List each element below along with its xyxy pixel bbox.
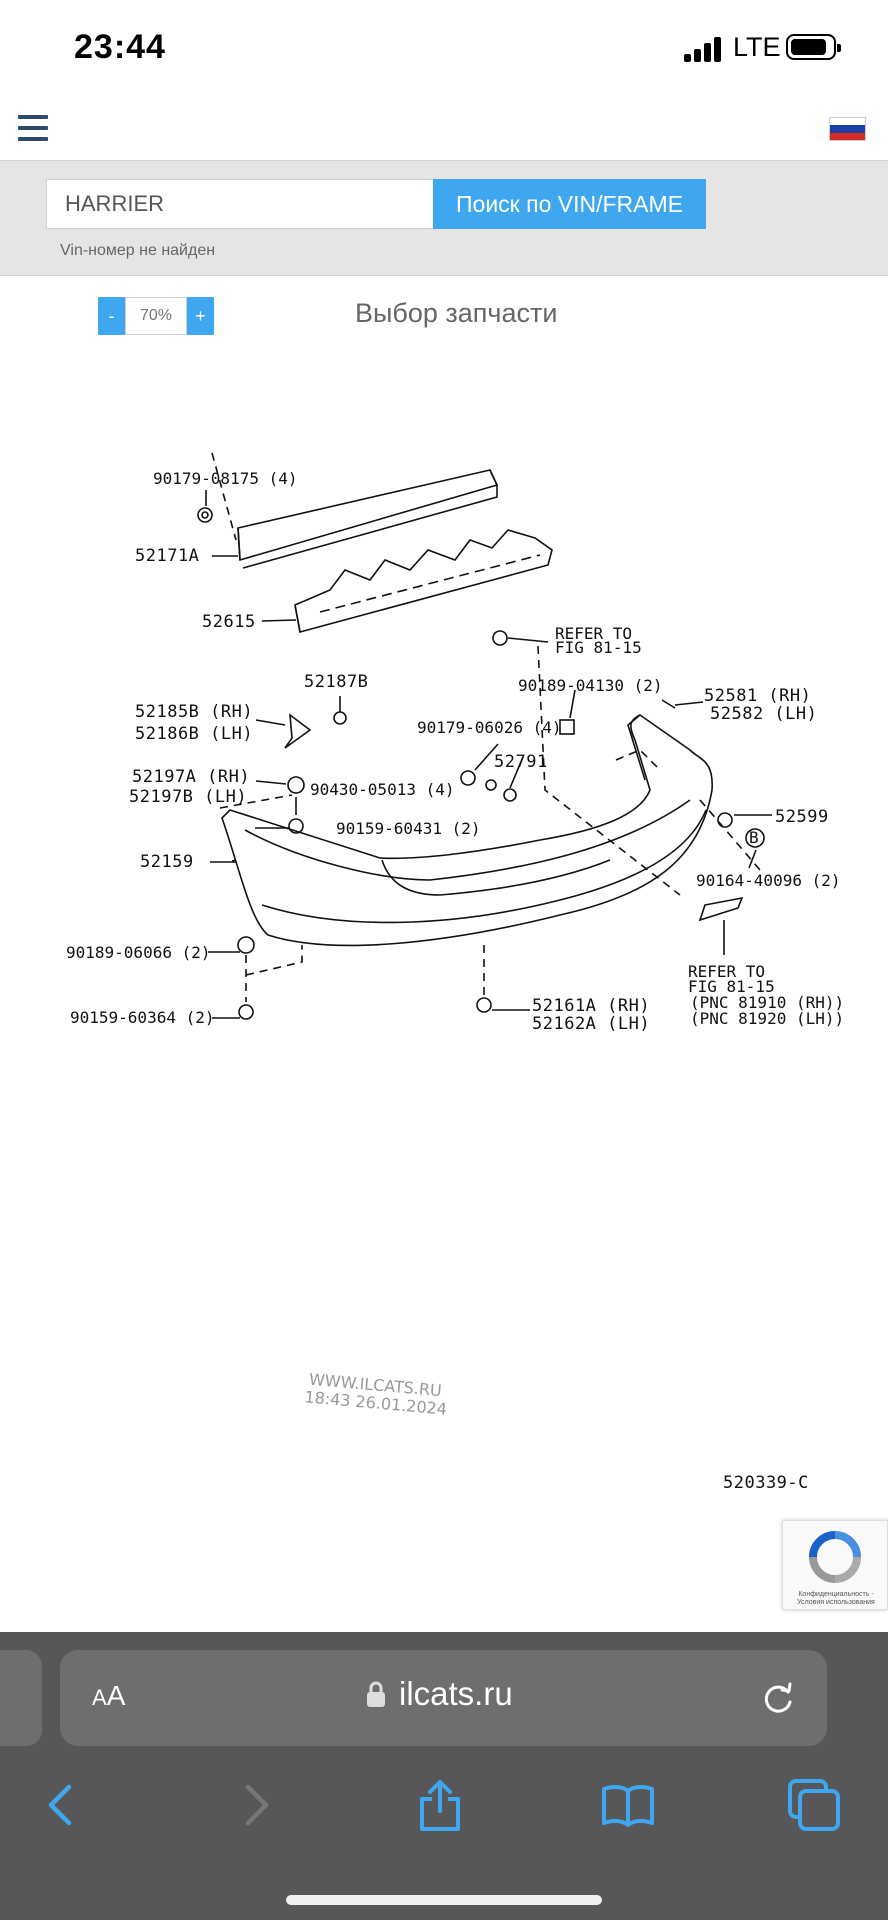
pnc-ref-rh: (PNC 81910 (RH)) [690,993,844,1012]
diagram-code: 520339-C [723,1473,809,1493]
menu-icon[interactable] [18,115,48,141]
russian-flag-icon[interactable] [829,117,866,141]
part-label-52161a[interactable]: 52161A (RH) [532,996,650,1016]
zoom-out-button[interactable]: - [98,297,125,335]
back-icon[interactable] [35,1777,91,1833]
part-label-90189-06066[interactable]: 90189-06066 (2) [66,943,211,962]
part-label-90189-04130[interactable]: 90189-04130 (2) [518,676,663,695]
zoom-control: - 70% + [98,297,214,335]
address-bar[interactable]: AA ilcats.ru [60,1650,827,1746]
part-label-90159-60364[interactable]: 90159-60364 (2) [70,1008,215,1027]
pnc-ref-lh: (PNC 81920 (LH)) [690,1009,844,1028]
refer-to-text-2: REFER TO [688,962,765,981]
browser-bottom-bar: AA ilcats.ru [0,1632,888,1920]
part-label-52162a[interactable]: 52162A (LH) [532,1014,650,1034]
parts-diagram: 90179-08175 (4) 52171A 52615 REFER TO FI… [66,452,844,1493]
part-label-52159[interactable]: 52159 [140,852,194,872]
callout-b-label: B [749,828,759,847]
lock-icon [367,1681,385,1707]
signal-icon [684,36,724,62]
part-label-90430-05013[interactable]: 90430-05013 (4) [310,780,455,799]
home-indicator[interactable] [286,1895,602,1905]
watermark: WWW.ILCATS.RU 18:43 26.01.2024 [304,1370,448,1419]
part-label-52197a[interactable]: 52197A (RH) [132,767,250,787]
part-label-52185b[interactable]: 52185B (RH) [135,702,253,722]
fig-ref-text-1[interactable]: FIG 81-15 [555,638,642,657]
vin-status-text: Vin-номер не найден [60,242,216,259]
part-label-52791[interactable]: 52791 [494,752,548,772]
fig-ref-text-2[interactable]: FIG 81-15 [688,977,775,996]
share-icon[interactable] [412,1777,468,1833]
part-label-52187b[interactable]: 52187B [304,672,368,692]
part-label-90159-60431[interactable]: 90159-60431 (2) [336,819,481,838]
recaptcha-icon [809,1531,861,1583]
status-time: 23:44 [74,28,166,66]
site-header [0,95,888,160]
part-label-52582[interactable]: 52582 (LH) [710,704,817,724]
page-title: Выбор запчасти [355,298,558,328]
recaptcha-badge[interactable]: Конфиденциальность - Условия использован… [782,1520,888,1610]
part-label-52171a[interactable]: 52171A [135,546,199,566]
part-label-90179-06026[interactable]: 90179-06026 (4) [417,718,562,737]
battery-icon [786,34,841,60]
part-label-52581[interactable]: 52581 (RH) [704,686,811,706]
search-panel: Поиск по VIN/FRAME Vin-номер не найден [0,160,888,276]
status-bar: 23:44 LTE [0,0,888,95]
url-text: ilcats.ru [399,1675,513,1712]
url-display[interactable]: ilcats.ru [365,1675,513,1713]
vin-search-input[interactable] [46,179,434,229]
tabs-icon[interactable] [786,1777,842,1833]
reload-icon[interactable] [760,1680,796,1716]
zoom-value: 70% [125,297,187,335]
refer-to-text-1: REFER TO [555,624,632,643]
forward-icon[interactable] [226,1777,282,1833]
part-labels: 90179-08175 (4) 52171A 52615 REFER TO FI… [66,469,844,1493]
part-label-52615[interactable]: 52615 [202,612,256,632]
part-label-52197b[interactable]: 52197B (LH) [129,787,247,807]
reader-text-size-button[interactable]: AA [92,1680,126,1711]
part-label-90179-08175[interactable]: 90179-08175 (4) [153,469,298,488]
previous-tab-preview[interactable] [0,1650,42,1746]
part-label-52599[interactable]: 52599 [775,807,829,827]
part-label-52186b[interactable]: 52186B (LH) [135,724,253,744]
part-label-90164-40096[interactable]: 90164-40096 (2) [696,871,841,890]
vin-search-button[interactable]: Поиск по VIN/FRAME [433,179,706,229]
zoom-in-button[interactable]: + [187,297,214,335]
bookmarks-icon[interactable] [600,1777,656,1833]
diagram-drawing [197,452,772,1020]
network-type: LTE [733,32,781,62]
browser-toolbar [0,1777,888,1847]
recaptcha-terms[interactable]: Конфиденциальность - Условия использован… [797,1591,875,1606]
